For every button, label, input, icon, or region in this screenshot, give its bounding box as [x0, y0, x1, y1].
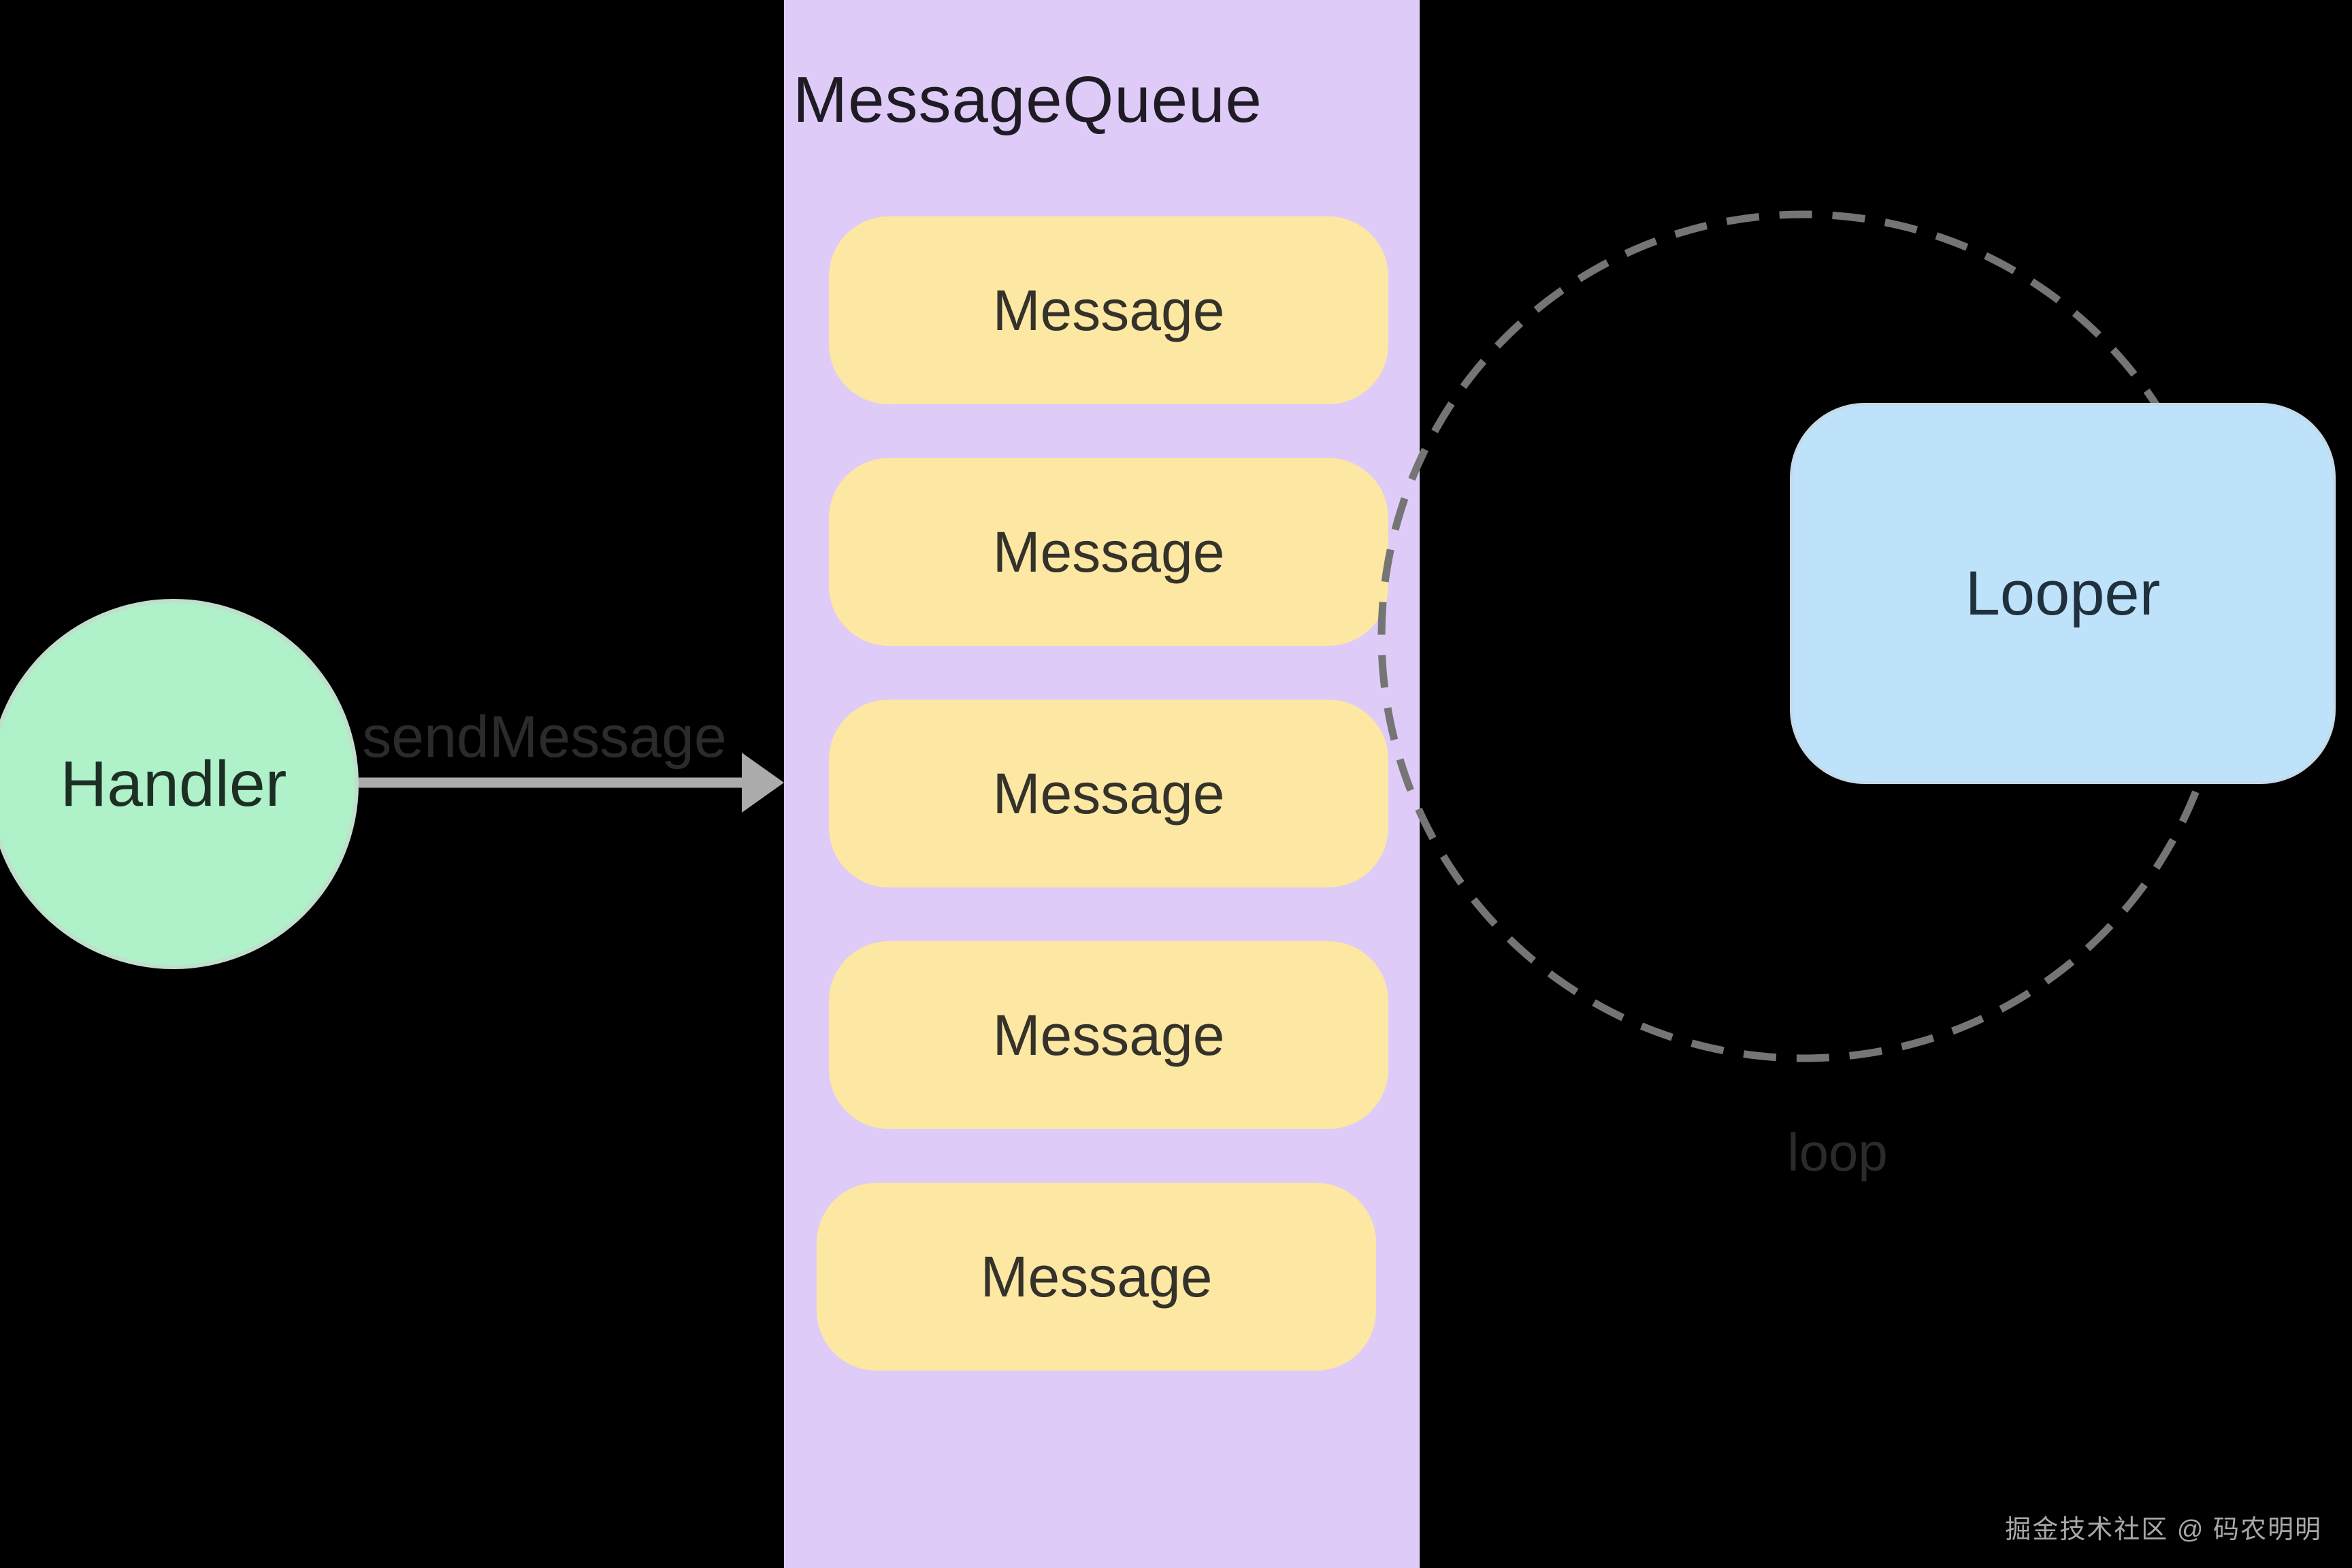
message-pill-label: Message	[980, 1244, 1213, 1309]
message-pill-label: Message	[992, 519, 1225, 584]
message-pill-label: Message	[992, 761, 1225, 826]
message-pill: Message	[817, 1183, 1376, 1371]
looper-node: Looper	[1790, 403, 2336, 784]
send-message-arrowhead-icon	[742, 753, 784, 813]
message-pill: Message	[829, 700, 1388, 887]
handler-node: Handler	[0, 599, 359, 969]
message-pill-label: Message	[992, 1002, 1225, 1067]
message-queue-title: MessageQueue	[793, 63, 1262, 136]
send-message-label: sendMessage	[362, 704, 727, 770]
handler-label: Handler	[60, 747, 287, 820]
loop-label: loop	[1787, 1122, 1888, 1182]
message-pill-label: Message	[992, 278, 1225, 342]
looper-label: Looper	[1965, 558, 2161, 628]
watermark-text: 掘金技术社区 @ 码农明明	[2005, 1516, 2322, 1544]
message-pill: Message	[829, 458, 1388, 646]
message-pill: Message	[829, 941, 1388, 1129]
message-pill: Message	[829, 216, 1388, 404]
